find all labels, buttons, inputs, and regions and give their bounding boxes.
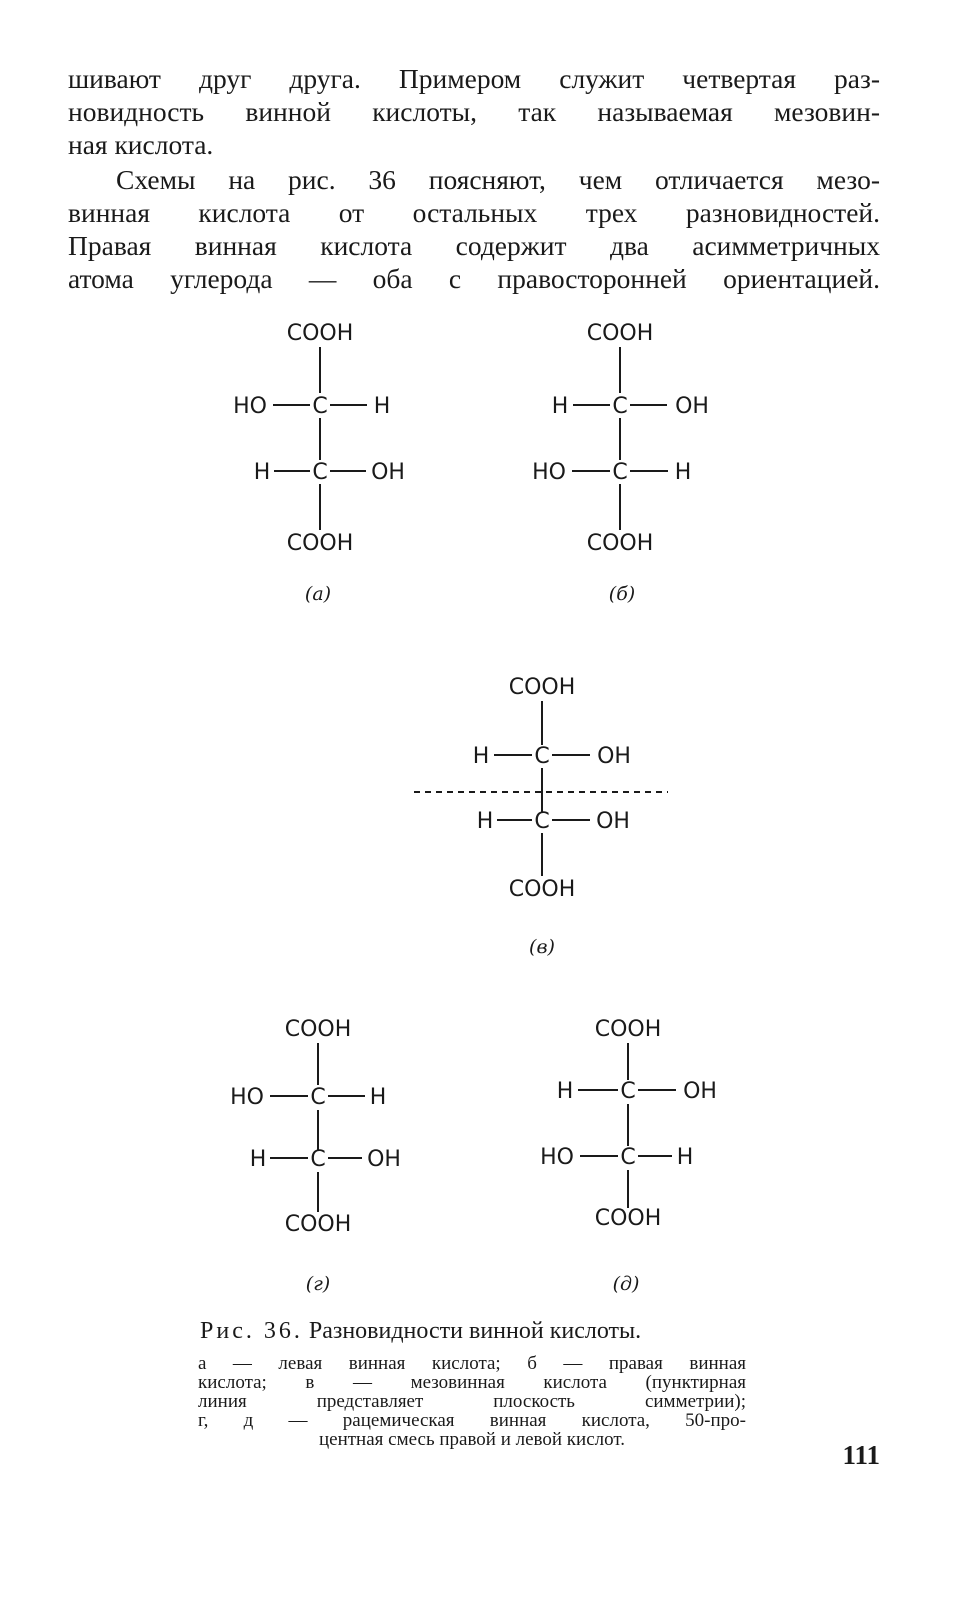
bottom-group: COOH — [595, 1206, 662, 1231]
left-substituent: H — [254, 460, 271, 485]
left-substituent: HO — [230, 1085, 264, 1110]
caption-line: а — левая винная кислота; б — правая вин… — [198, 1353, 746, 1374]
right-substituent: OH — [596, 809, 630, 834]
top-group: COOH — [587, 321, 654, 346]
bottom-group: COOH — [509, 877, 576, 902]
structure-c: COOH H C OH H C OH COOH (в) — [414, 675, 668, 958]
text-line: Схемы на рис. 36 поясняют, чем отличаетс… — [116, 164, 880, 195]
right-substituent: OH — [597, 744, 631, 769]
carbon-atom: C — [612, 460, 627, 485]
left-substituent: H — [250, 1147, 267, 1172]
caption-line: кислота; в — мезовинная кислота (пунктир… — [198, 1372, 746, 1393]
caption-line: линия представляет плоскость симметрии); — [198, 1391, 746, 1412]
text-line: ная кислота. — [68, 129, 214, 160]
right-substituent: H — [675, 460, 692, 485]
carbon-atom: C — [612, 394, 627, 419]
page-number: 111 — [842, 1440, 880, 1470]
structure-label: (а) — [305, 583, 331, 605]
left-substituent: HO — [532, 460, 566, 485]
structure-label: (б) — [609, 583, 635, 605]
structure-b: COOH H C OH HO C H COOH (б) — [532, 321, 709, 605]
top-group: COOH — [509, 675, 576, 700]
top-group: COOH — [285, 1017, 352, 1042]
right-substituent: OH — [683, 1079, 717, 1104]
text-line: новидность винной кислоты, так называема… — [68, 96, 880, 127]
top-group: COOH — [287, 321, 354, 346]
text-line: атома углерода — оба с правосторонней ор… — [68, 263, 880, 294]
text-line: Правая винная кислота содержит два асимм… — [68, 230, 880, 261]
carbon-atom: C — [310, 1085, 325, 1110]
right-substituent: H — [374, 394, 391, 419]
left-substituent: H — [557, 1079, 574, 1104]
right-substituent: OH — [367, 1147, 401, 1172]
left-substituent: HO — [540, 1145, 574, 1170]
structure-label: (д) — [613, 1273, 640, 1295]
left-substituent: H — [552, 394, 569, 419]
carbon-atom: C — [620, 1079, 635, 1104]
tartaric-acid-figure: COOH HO C H H C OH COOH (а) COOH H C OH — [230, 321, 717, 1295]
right-substituent: OH — [675, 394, 709, 419]
text-line: шивают друг друга. Примером служит четве… — [68, 63, 880, 94]
figure-caption-title: Рис. 36. Разновидности винной кислоты. — [200, 1316, 760, 1346]
figure-title: Разновидности винной кислоты. — [308, 1318, 642, 1344]
structure-label: (в) — [529, 936, 555, 958]
left-substituent: H — [477, 809, 494, 834]
caption-line: центная смесь правой и левой кислот. — [318, 1429, 625, 1450]
carbon-atom: C — [534, 744, 549, 769]
figure-caption-body: а — левая винная кислота; б — правая вин… — [198, 1354, 746, 1449]
right-substituent: OH — [371, 460, 405, 485]
left-substituent: HO — [233, 394, 267, 419]
bottom-group: COOH — [287, 531, 354, 556]
carbon-atom: C — [534, 809, 549, 834]
structure-d: COOH HO C H H C OH COOH (г) — [230, 1017, 401, 1295]
paragraph-1: шивают друг друга. Примером служит четве… — [68, 62, 880, 161]
carbon-atom: C — [310, 1147, 325, 1172]
bottom-group: COOH — [587, 531, 654, 556]
bottom-group: COOH — [285, 1212, 352, 1237]
right-substituent: H — [370, 1085, 387, 1110]
text-line: винная кислота от остальных трех разнови… — [68, 197, 880, 228]
paragraph-2: Схемы на рис. 36 поясняют, чем отличаетс… — [68, 163, 880, 295]
carbon-atom: C — [620, 1145, 635, 1170]
figure-number: Рис. 36. — [200, 1318, 303, 1344]
carbon-atom: C — [312, 460, 327, 485]
structure-e: COOH H C OH HO C H COOH (д) — [540, 1017, 717, 1295]
left-substituent: H — [473, 744, 490, 769]
top-group: COOH — [595, 1017, 662, 1042]
right-substituent: H — [677, 1145, 694, 1170]
caption-line: г, д — рацемическая винная кислота, 50-п… — [198, 1410, 746, 1431]
structure-a: COOH HO C H H C OH COOH (а) — [233, 321, 405, 605]
carbon-atom: C — [312, 394, 327, 419]
structure-label: (г) — [306, 1273, 330, 1295]
